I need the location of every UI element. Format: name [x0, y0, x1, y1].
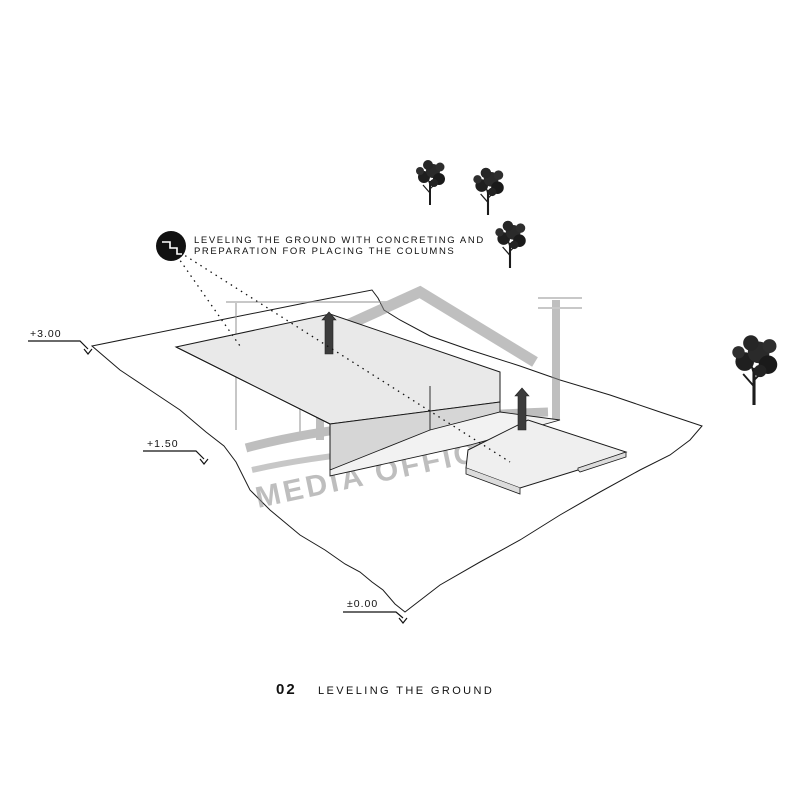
annotation-leaders [169, 245, 511, 463]
level-marker-300: +3.00 [28, 328, 93, 355]
annotation-line-1: LEVELING THE GROUND WITH CONCRETING AND [194, 235, 485, 246]
tree-icon [472, 166, 505, 217]
level-label: +1.50 [147, 438, 179, 450]
level-marker-150: +1.50 [143, 438, 209, 465]
leveled-platforms [174, 311, 628, 495]
caption-title: LEVELING THE GROUND [318, 685, 494, 697]
caption-number: 02 [276, 681, 297, 698]
annotation-marker [156, 231, 186, 261]
stairs-icon [162, 241, 182, 255]
tree-icon [494, 219, 527, 270]
tree-icon [415, 159, 446, 206]
level-label: ±0.00 [347, 598, 378, 610]
up-arrow-icon [321, 311, 337, 355]
level-marker-000: ±0.00 [343, 598, 408, 624]
annotation-line-2: PREPARATION FOR PLACING THE COLUMNS [194, 246, 455, 257]
up-arrow-icon [514, 387, 530, 431]
level-label: +3.00 [30, 328, 62, 340]
annotation: LEVELING THE GROUND WITH CONCRETING AND … [156, 231, 485, 261]
tree-icon [730, 333, 779, 407]
caption: 02 LEVELING THE GROUND [276, 681, 494, 698]
